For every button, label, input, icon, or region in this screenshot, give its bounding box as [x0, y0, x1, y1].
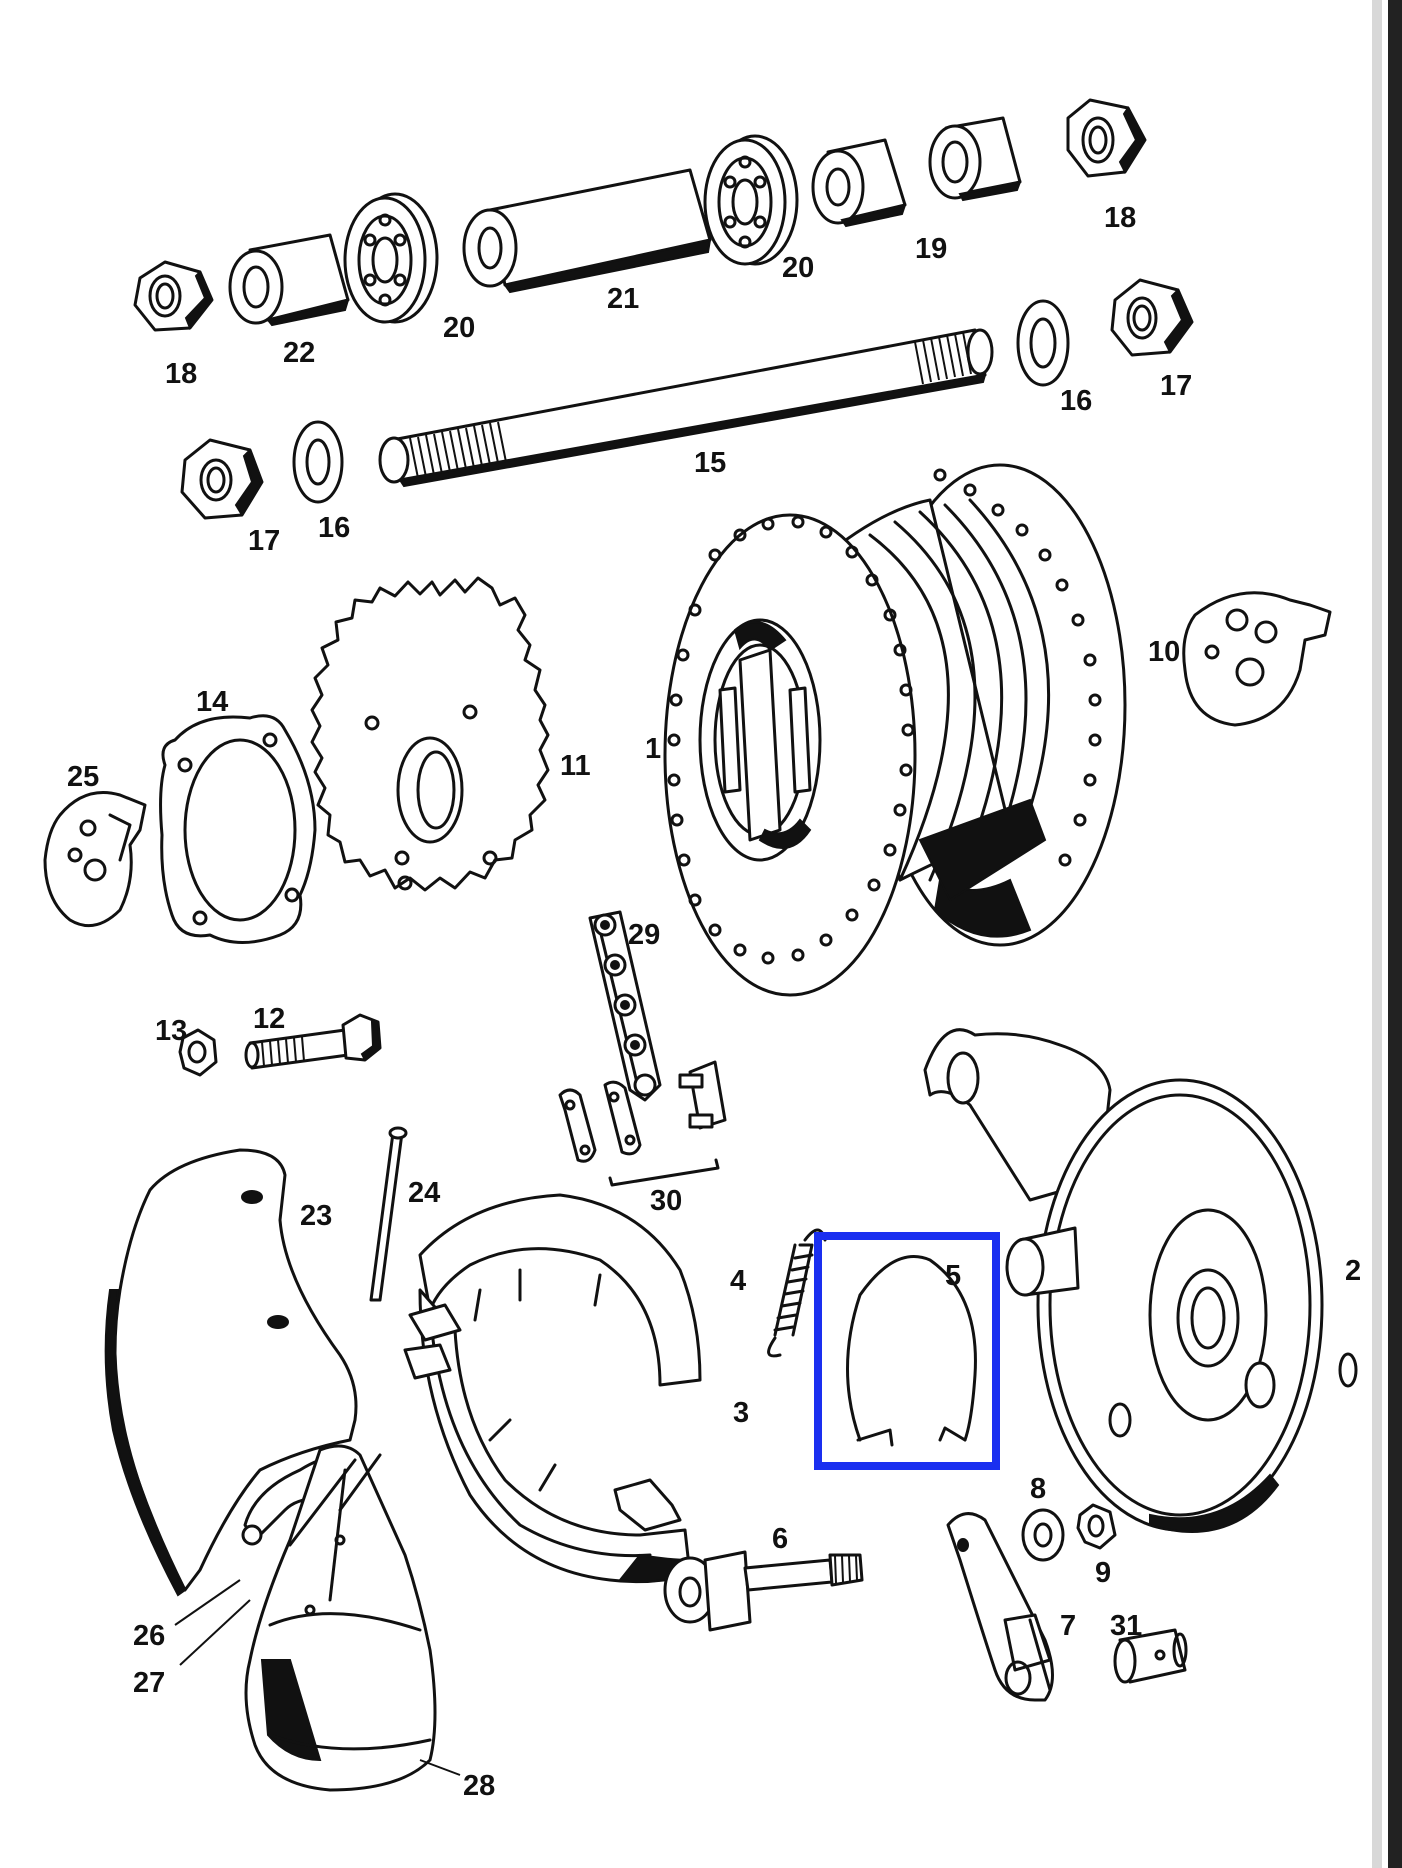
part-18-nut-right	[1066, 98, 1147, 178]
part-13-nut	[178, 1028, 218, 1077]
label-part-3: 3	[733, 1397, 749, 1429]
label-part-16-right: 16	[1060, 385, 1092, 417]
label-part-19: 19	[915, 233, 947, 265]
label-part-20-right: 20	[782, 252, 814, 284]
part-25-plate	[43, 791, 147, 928]
label-part-2: 2	[1345, 1255, 1361, 1287]
part-19-spacers	[811, 116, 1022, 228]
part-4-spring	[767, 1228, 827, 1358]
highlight-box	[814, 1232, 1000, 1470]
part-15-axle	[378, 328, 994, 488]
label-part-24: 24	[408, 1177, 440, 1209]
label-part-13: 13	[155, 1015, 187, 1047]
part-9-nut	[1076, 1503, 1117, 1550]
label-part-30: 30	[650, 1185, 682, 1217]
label-part-17-right: 17	[1160, 370, 1192, 402]
label-part-22: 22	[283, 337, 315, 369]
label-part-25: 25	[67, 761, 99, 793]
part-17-nut-left	[180, 438, 264, 520]
part-29-chain	[588, 910, 662, 1102]
part-18-nut-left	[133, 260, 214, 332]
part-22-spacer	[228, 233, 350, 327]
label-part-8: 8	[1030, 1473, 1046, 1505]
label-part-16-left: 16	[318, 512, 350, 544]
label-part-7: 7	[1060, 1610, 1076, 1642]
label-part-18-left: 18	[165, 358, 197, 390]
label-part-9: 9	[1095, 1557, 1111, 1589]
label-part-23: 23	[300, 1200, 332, 1232]
label-part-1: 1	[645, 733, 661, 765]
part-7-lever	[946, 1512, 1054, 1702]
label-part-21: 21	[607, 283, 639, 315]
part-20-bearing-left	[343, 192, 439, 324]
label-part-6: 6	[772, 1523, 788, 1555]
label-part-10: 10	[1148, 636, 1180, 668]
part-21-tube	[462, 168, 712, 294]
part-3-brake-shoes	[403, 1193, 702, 1584]
label-part-31: 31	[1110, 1610, 1142, 1642]
label-part-20-left: 20	[443, 312, 475, 344]
part-31-pin	[1113, 1628, 1188, 1684]
label-part-5: 5	[945, 1260, 961, 1292]
callout-labels: 18 22 20 21 20 19 18 16 17 15 17 16 10 1…	[67, 202, 1361, 1802]
part-5-circlip	[846, 1255, 977, 1447]
part-11-sprocket	[310, 576, 550, 892]
part-1-hub	[663, 463, 1127, 997]
label-part-11: 11	[560, 750, 591, 782]
label-part-12: 12	[253, 1003, 285, 1035]
label-part-15: 15	[694, 447, 726, 479]
label-part-26: 26	[133, 1620, 165, 1652]
label-part-17-left: 17	[248, 525, 280, 557]
part-10-plate	[1182, 591, 1332, 727]
part-2-backplate	[923, 1028, 1358, 1533]
part-8-washer	[1021, 1508, 1065, 1562]
label-part-28: 28	[463, 1770, 495, 1802]
scan-edge-shadow	[1388, 0, 1402, 1868]
part-20-bearing-right	[703, 134, 799, 266]
part-30-chain-link	[558, 1060, 727, 1187]
part-24-rod	[369, 1126, 408, 1302]
part-14-gasket	[159, 714, 317, 944]
part-12-bolt	[244, 1013, 382, 1070]
part-6-bolt	[663, 1550, 864, 1632]
part-26-27-28-lining	[174, 1444, 461, 1792]
label-part-14: 14	[196, 686, 228, 718]
label-part-29: 29	[628, 919, 660, 951]
label-part-4: 4	[730, 1265, 746, 1297]
part-17-nut-right	[1110, 278, 1194, 357]
part-16-washer-right	[1016, 299, 1070, 387]
scan-edge-strip	[1372, 0, 1382, 1868]
label-part-18-right: 18	[1104, 202, 1136, 234]
label-part-27: 27	[133, 1667, 165, 1699]
part-16-washer-left	[292, 420, 344, 504]
